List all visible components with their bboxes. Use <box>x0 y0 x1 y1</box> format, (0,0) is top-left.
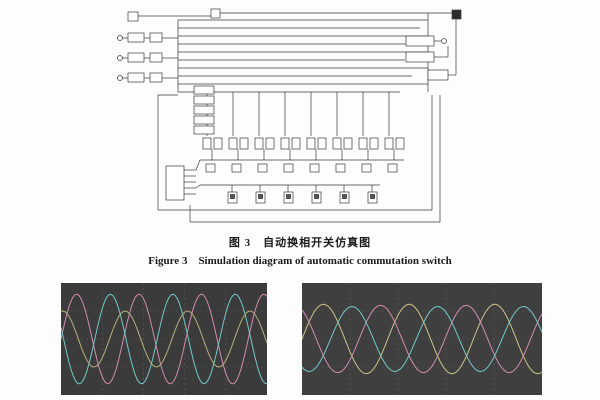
source-block <box>210 8 221 19</box>
figure-caption: 图 3 自动换相开关仿真图 Figure 3 Simulation diagra… <box>0 234 600 268</box>
scope-block-row <box>227 185 378 204</box>
scope-waveform-right <box>302 283 542 395</box>
simulink-diagram-svg <box>117 8 462 223</box>
wave-olive <box>61 310 267 368</box>
wave-pink <box>61 293 267 385</box>
switch-unit-row <box>202 137 405 160</box>
simulink-diagram <box>117 8 462 223</box>
wave-cyan <box>61 293 267 385</box>
scope-waveform-left <box>61 283 267 395</box>
source-block <box>127 11 139 22</box>
phase-c <box>302 305 542 373</box>
phase-a <box>302 303 542 375</box>
display-block <box>451 9 462 20</box>
caption-english: Figure 3 Simulation diagram of automatic… <box>148 255 452 267</box>
phase-b <box>302 304 542 374</box>
caption-chinese: 图 3 自动换相开关仿真图 <box>228 237 372 249</box>
